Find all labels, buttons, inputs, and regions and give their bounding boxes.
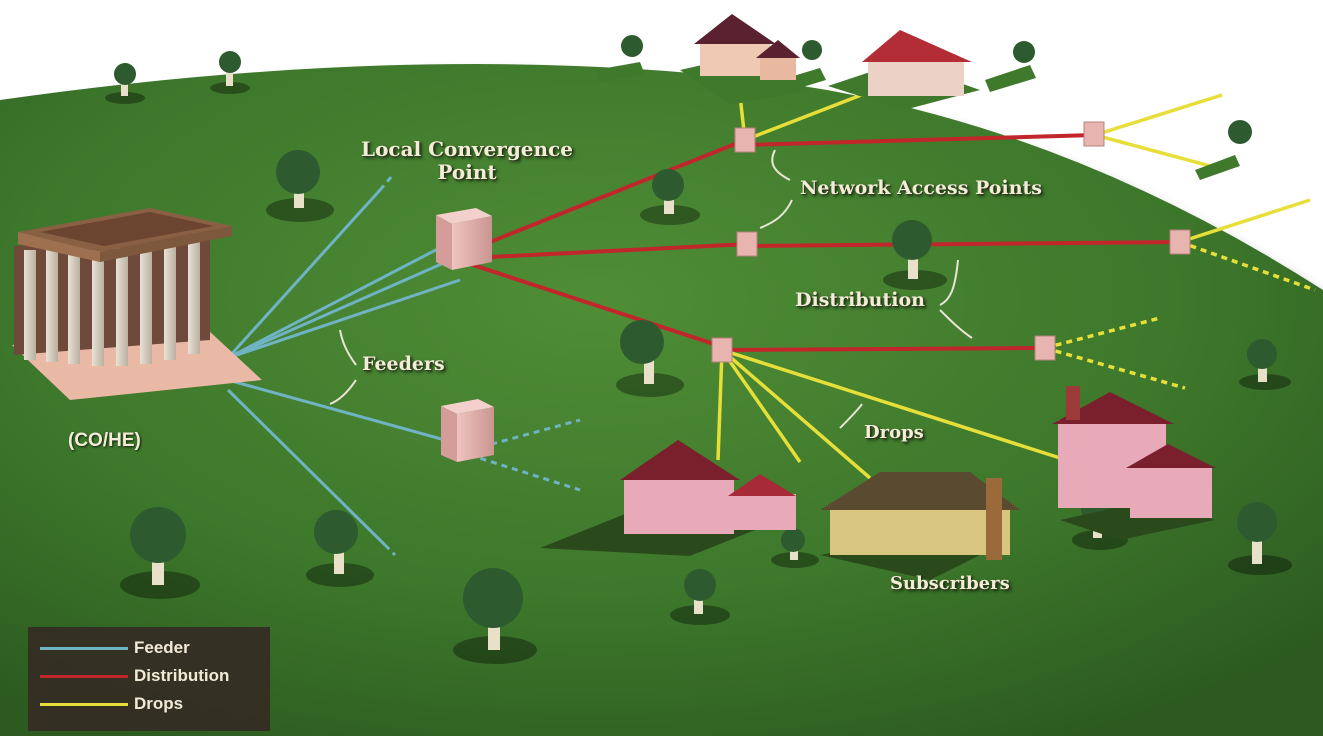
tree-icon (266, 150, 334, 222)
tree-icon (453, 568, 537, 664)
legend-label: Feeder (134, 638, 190, 657)
tree-icon (1239, 339, 1291, 390)
house-icon (1052, 386, 1216, 540)
legend-label: Drops (134, 694, 184, 713)
house-icon (828, 30, 980, 110)
cabinet-icon (441, 399, 494, 462)
tree-icon (210, 51, 250, 94)
legend-swatch (40, 703, 128, 706)
feeder-lines (226, 188, 581, 547)
distribution-label: Distribution (795, 289, 925, 311)
drops-label: Drops (864, 422, 924, 443)
legend-swatch (40, 647, 128, 650)
tree-icon (105, 63, 145, 104)
tree-icon (883, 220, 947, 290)
house-icon (680, 14, 810, 105)
central-office-label: (CO/HE) (68, 430, 141, 451)
tree-icon (616, 320, 684, 397)
distribution-lines (469, 133, 1181, 352)
legend-item-distribution: Distribution (28, 665, 270, 687)
tree-icon (595, 35, 645, 82)
feeders-label: Feeders (362, 353, 445, 375)
tree-icon (1195, 120, 1252, 180)
legend-item-feeder: Feeder (28, 637, 270, 659)
tree-icon (670, 569, 730, 625)
access-point-icons (711, 121, 1191, 363)
house-icon (540, 440, 796, 556)
central-office-building (12, 208, 262, 400)
cabinet-icon (436, 208, 492, 270)
tree-icon (306, 510, 374, 587)
subscribers-label: Subscribers (890, 573, 1010, 594)
tree-icon (120, 507, 200, 599)
network-access-points-label: Network Access Points (800, 177, 1042, 199)
legend-label: Distribution (134, 666, 230, 685)
legend-item-drops: Drops (28, 693, 270, 715)
callout-arrows (329, 149, 973, 429)
tree-icon (1228, 502, 1292, 575)
tree-icon (640, 169, 700, 225)
drop-lines (716, 59, 1316, 480)
tree-icon (771, 528, 819, 568)
feeder-line-ends (378, 175, 397, 557)
legend: Feeder Distribution Drops (28, 627, 270, 731)
house-icon (820, 472, 1020, 580)
tree-icon (985, 41, 1036, 92)
legend-swatch (40, 675, 128, 678)
local-convergence-point-label: Local Convergence Point (361, 137, 573, 184)
